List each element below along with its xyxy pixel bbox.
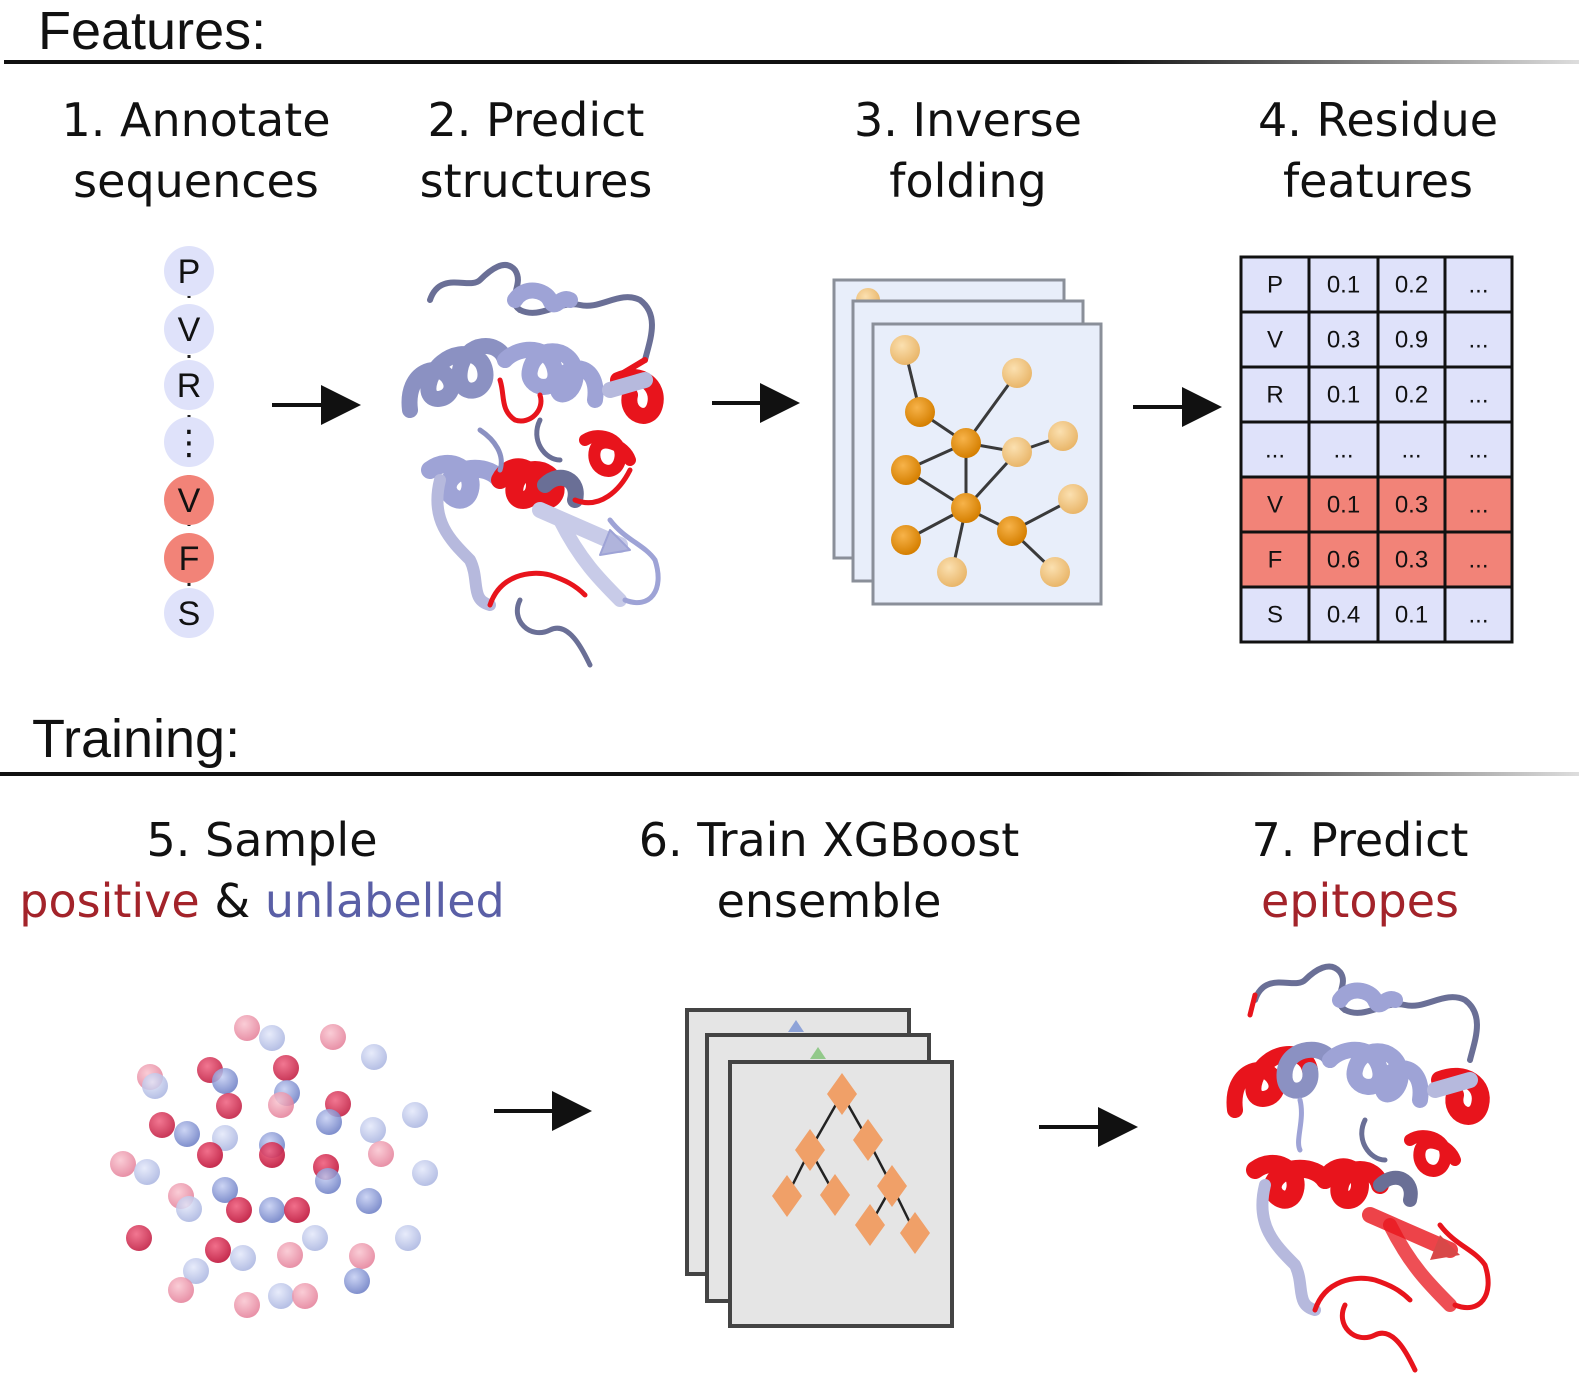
step-structures-title: 2. Predict structures xyxy=(386,90,686,212)
table-cell xyxy=(1443,420,1514,479)
step-annotate-title: 1. Annotate sequences xyxy=(46,90,346,212)
graph-nodes xyxy=(890,335,1088,587)
step-train-title: 6. Train XGBoost ensemble xyxy=(609,810,1049,932)
step-residue-line1: 4. Residue xyxy=(1257,93,1499,147)
table-value: 0.2 xyxy=(1395,382,1428,409)
table-value: ... xyxy=(1468,437,1488,464)
table-cell xyxy=(1443,365,1514,424)
table-value: 0.1 xyxy=(1395,602,1428,629)
table-value: 0.2 xyxy=(1395,272,1428,299)
step-structures-line1: 2. Predict xyxy=(427,93,645,147)
residue-circle xyxy=(164,417,214,467)
table-residue-label: V xyxy=(1267,327,1283,354)
step-predict-epitopes-title: 7. Predict epitopes xyxy=(1210,810,1510,932)
table-value: 0.1 xyxy=(1327,272,1360,299)
step-inverse-line1: 3. Inverse xyxy=(854,93,1082,147)
residue-letter: ⋮ xyxy=(172,424,206,462)
tree-nodes xyxy=(772,1073,930,1254)
residue-circle xyxy=(164,475,214,525)
features-divider xyxy=(4,60,1579,64)
table-cell xyxy=(1443,585,1514,644)
protein-structure xyxy=(401,262,664,668)
step-predict-epitopes-line2: epitopes xyxy=(1261,874,1459,928)
table-residue-label: ... xyxy=(1265,437,1285,464)
table-residue-label: F xyxy=(1268,547,1283,574)
step-structures-line2: structures xyxy=(419,154,653,208)
residue-letter: V xyxy=(178,311,201,349)
positive-label: positive xyxy=(19,874,200,928)
table-value: 0.9 xyxy=(1395,327,1428,354)
residue-circle xyxy=(164,304,214,354)
table-cell xyxy=(1443,475,1514,534)
table-value: 0.3 xyxy=(1395,492,1428,519)
residue-circle xyxy=(164,588,214,638)
xgboost-ensemble xyxy=(685,1008,954,1328)
table-value: ... xyxy=(1333,437,1353,464)
table-cell xyxy=(1307,585,1380,644)
table-value: 0.3 xyxy=(1327,327,1360,354)
features-section-title: Features: xyxy=(38,1,267,61)
sample-particles xyxy=(110,1015,438,1318)
inverse-folding-graphs xyxy=(832,278,1103,606)
table-value: 0.1 xyxy=(1327,382,1360,409)
residue-letter: V xyxy=(178,482,201,520)
table-value: 0.1 xyxy=(1327,492,1360,519)
residue-letter: R xyxy=(177,367,202,405)
residue-circle xyxy=(164,246,214,296)
table-value: ... xyxy=(1468,382,1488,409)
step-inverse-title: 3. Inverse folding xyxy=(818,90,1118,212)
residue-circle xyxy=(164,360,214,410)
table-value: ... xyxy=(1468,547,1488,574)
table-value: ... xyxy=(1468,327,1488,354)
ampersand-label: & xyxy=(199,874,265,928)
step-sample-title: 5. Sample positive & unlabelled xyxy=(12,810,512,932)
table-value: ... xyxy=(1468,492,1488,519)
residue-feature-table: P 0.1 0.2... V 0.3 0.9... R 0.1 0.2.............… xyxy=(1239,255,1514,644)
step-sample-line2: positive & unlabelled xyxy=(12,871,512,932)
unlabelled-label: unlabelled xyxy=(264,874,505,928)
step-residue-title: 4. Residue features xyxy=(1228,90,1528,212)
table-value: ... xyxy=(1401,437,1421,464)
residue-letter: F xyxy=(179,540,200,578)
table-value: ... xyxy=(1468,602,1488,629)
table-residue-label: S xyxy=(1267,602,1283,629)
predicted-epitope-structure xyxy=(1226,963,1491,1373)
table-cell xyxy=(1376,530,1447,589)
step-annotate-line2: sequences xyxy=(73,154,319,208)
table-residue-label: V xyxy=(1267,492,1283,519)
step-annotate-line1: 1. Annotate xyxy=(61,93,331,147)
table-value: 0.6 xyxy=(1327,547,1360,574)
tree-node-hint xyxy=(810,1047,826,1059)
sequence-column: PVR⋮VFS xyxy=(164,246,214,638)
training-section-title: Training: xyxy=(32,709,241,769)
table-cell xyxy=(1307,420,1380,479)
table-cell xyxy=(1239,585,1311,644)
table-value: 0.4 xyxy=(1327,602,1360,629)
step-residue-line2: features xyxy=(1282,154,1474,208)
step-inverse-line2: folding xyxy=(889,154,1047,208)
residue-letter: S xyxy=(178,595,201,633)
table-value: 0.3 xyxy=(1395,547,1428,574)
table-residue-label: P xyxy=(1267,272,1283,299)
step-predict-epitopes-line1: 7. Predict xyxy=(1251,813,1469,867)
training-divider xyxy=(0,772,1579,776)
table-cell xyxy=(1443,530,1514,589)
table-residue-label: R xyxy=(1266,382,1283,409)
table-cell xyxy=(1239,475,1311,534)
table-cell xyxy=(1376,585,1447,644)
residue-circle xyxy=(164,533,214,583)
step-sample-line1: 5. Sample xyxy=(146,813,378,867)
tree-node-hint xyxy=(788,1020,804,1032)
table-value: ... xyxy=(1468,272,1488,299)
residue-letter: P xyxy=(178,253,201,291)
table-cell xyxy=(1239,530,1311,589)
step-train-line2: ensemble xyxy=(716,874,942,928)
step-train-line1: 6. Train XGBoost xyxy=(638,813,1020,867)
